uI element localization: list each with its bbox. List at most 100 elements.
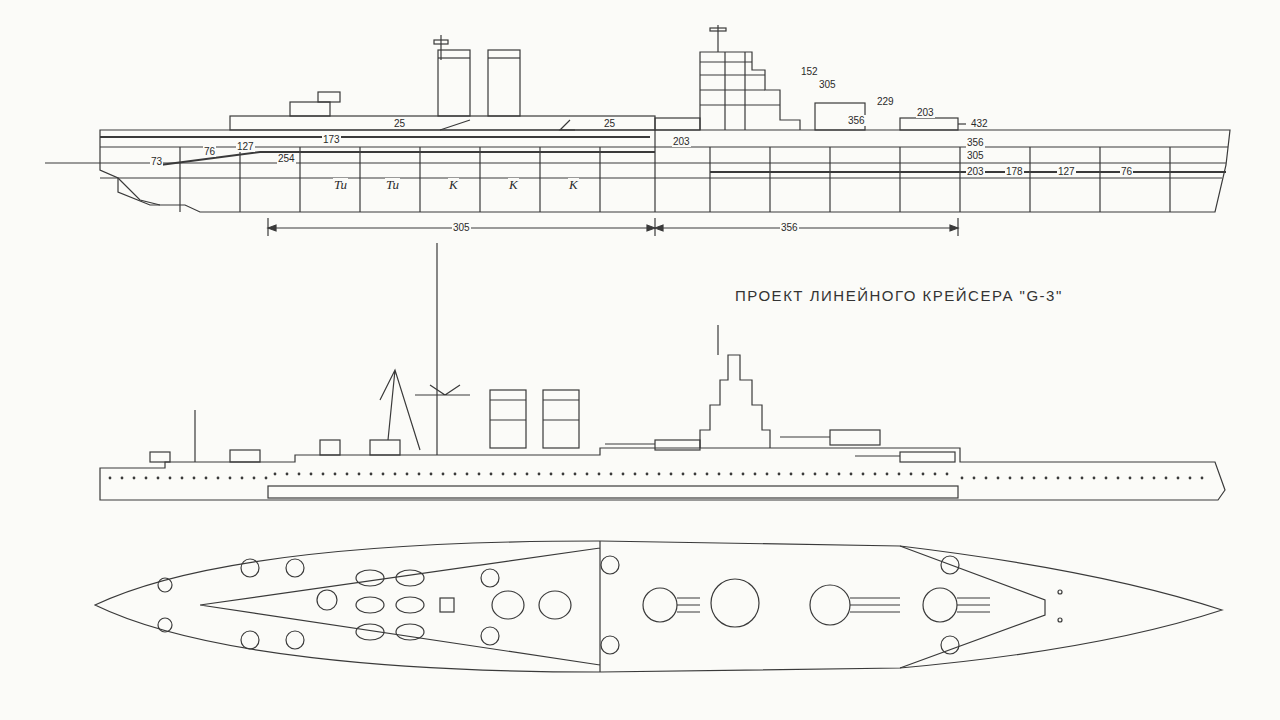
armour-profile	[239, 147, 240, 212]
portholes	[205, 477, 208, 480]
armour-profile	[100, 136, 650, 138]
armour-profile	[100, 177, 1222, 178]
portholes	[694, 473, 697, 476]
portholes	[298, 473, 301, 476]
plan-view	[356, 624, 384, 640]
portholes	[1093, 477, 1096, 480]
portholes	[898, 473, 901, 476]
portholes	[754, 473, 757, 476]
armour-profile	[958, 123, 966, 124]
plan-view	[396, 597, 424, 613]
armour-thickness: 229	[876, 96, 895, 107]
portholes	[310, 473, 313, 476]
side-elevation	[100, 243, 1225, 500]
plan-view	[677, 598, 700, 612]
portholes	[157, 477, 160, 480]
armour-profile	[599, 147, 600, 212]
side-elevation	[415, 385, 470, 395]
armour-profile	[100, 130, 1230, 212]
plan-view	[711, 579, 759, 627]
armour-profile	[299, 147, 300, 212]
armour-thickness: 305	[966, 150, 985, 161]
armour-thickness: 25	[393, 118, 406, 129]
armour-profile	[118, 178, 160, 205]
portholes	[334, 473, 337, 476]
portholes	[430, 473, 433, 476]
portholes	[742, 473, 745, 476]
armour-profile	[769, 147, 770, 212]
armour-thickness: 432	[970, 118, 989, 129]
plan-view	[539, 591, 571, 619]
side-elevation	[780, 436, 830, 437]
portholes	[1153, 477, 1156, 480]
armour-thickness: 127	[1057, 166, 1076, 177]
armour-thickness: 305	[818, 79, 837, 90]
side-elevation	[543, 419, 579, 420]
plan-view	[481, 627, 499, 645]
armour-profile	[488, 50, 520, 116]
portholes	[442, 473, 445, 476]
side-elevation	[194, 410, 195, 462]
portholes	[1189, 477, 1192, 480]
plan-view	[957, 598, 990, 612]
armour-profile	[829, 147, 830, 212]
plan-view	[601, 636, 619, 654]
portholes	[1177, 477, 1180, 480]
portholes	[109, 477, 112, 480]
portholes	[1201, 477, 1204, 480]
portholes	[394, 473, 397, 476]
side-elevation	[830, 430, 880, 445]
armour-profile	[899, 147, 900, 212]
plan-view	[286, 559, 304, 577]
plan-view	[1058, 590, 1062, 594]
portholes	[586, 473, 589, 476]
portholes	[910, 473, 913, 476]
dimension-value: 356	[780, 222, 799, 233]
portholes	[682, 473, 685, 476]
portholes	[454, 473, 457, 476]
armour-profile	[438, 57, 470, 58]
plan-view	[241, 559, 259, 577]
armour-profile	[479, 147, 480, 212]
side-elevation	[370, 440, 400, 455]
armour-profile	[539, 147, 540, 212]
side-elevation	[320, 440, 340, 455]
portholes	[598, 473, 601, 476]
dimension-value: 305	[452, 222, 471, 233]
armour-profile	[700, 89, 765, 90]
plan-view	[492, 591, 524, 619]
portholes	[526, 473, 529, 476]
armour-profile	[268, 225, 958, 231]
armour-thickness: 203	[916, 107, 935, 118]
armour-thickness: 203	[966, 166, 985, 177]
portholes	[670, 473, 673, 476]
compartment-mark: K	[448, 178, 459, 192]
plan-view	[158, 618, 172, 632]
armour-profile	[709, 147, 710, 212]
plan-view	[241, 631, 259, 649]
plan-view	[200, 541, 600, 672]
plan-view	[440, 598, 454, 612]
armour-profile	[440, 120, 575, 130]
portholes	[1117, 477, 1120, 480]
armour-thickness: 178	[1005, 166, 1024, 177]
armour-profile	[724, 52, 725, 130]
armour-profile	[700, 104, 780, 105]
plan-view	[317, 590, 337, 610]
side-elevation	[490, 390, 526, 448]
armour-profile	[488, 57, 520, 58]
plan-view	[481, 569, 499, 587]
armour-profile	[1029, 147, 1030, 212]
side-elevation	[605, 443, 655, 444]
plan-view	[1058, 618, 1062, 622]
portholes	[838, 473, 841, 476]
portholes	[133, 477, 136, 480]
portholes	[1141, 477, 1144, 480]
portholes	[253, 477, 256, 480]
portholes	[730, 473, 733, 476]
armour-profile	[318, 92, 340, 102]
portholes	[514, 473, 517, 476]
portholes	[1105, 477, 1108, 480]
armour-profile	[654, 130, 655, 212]
